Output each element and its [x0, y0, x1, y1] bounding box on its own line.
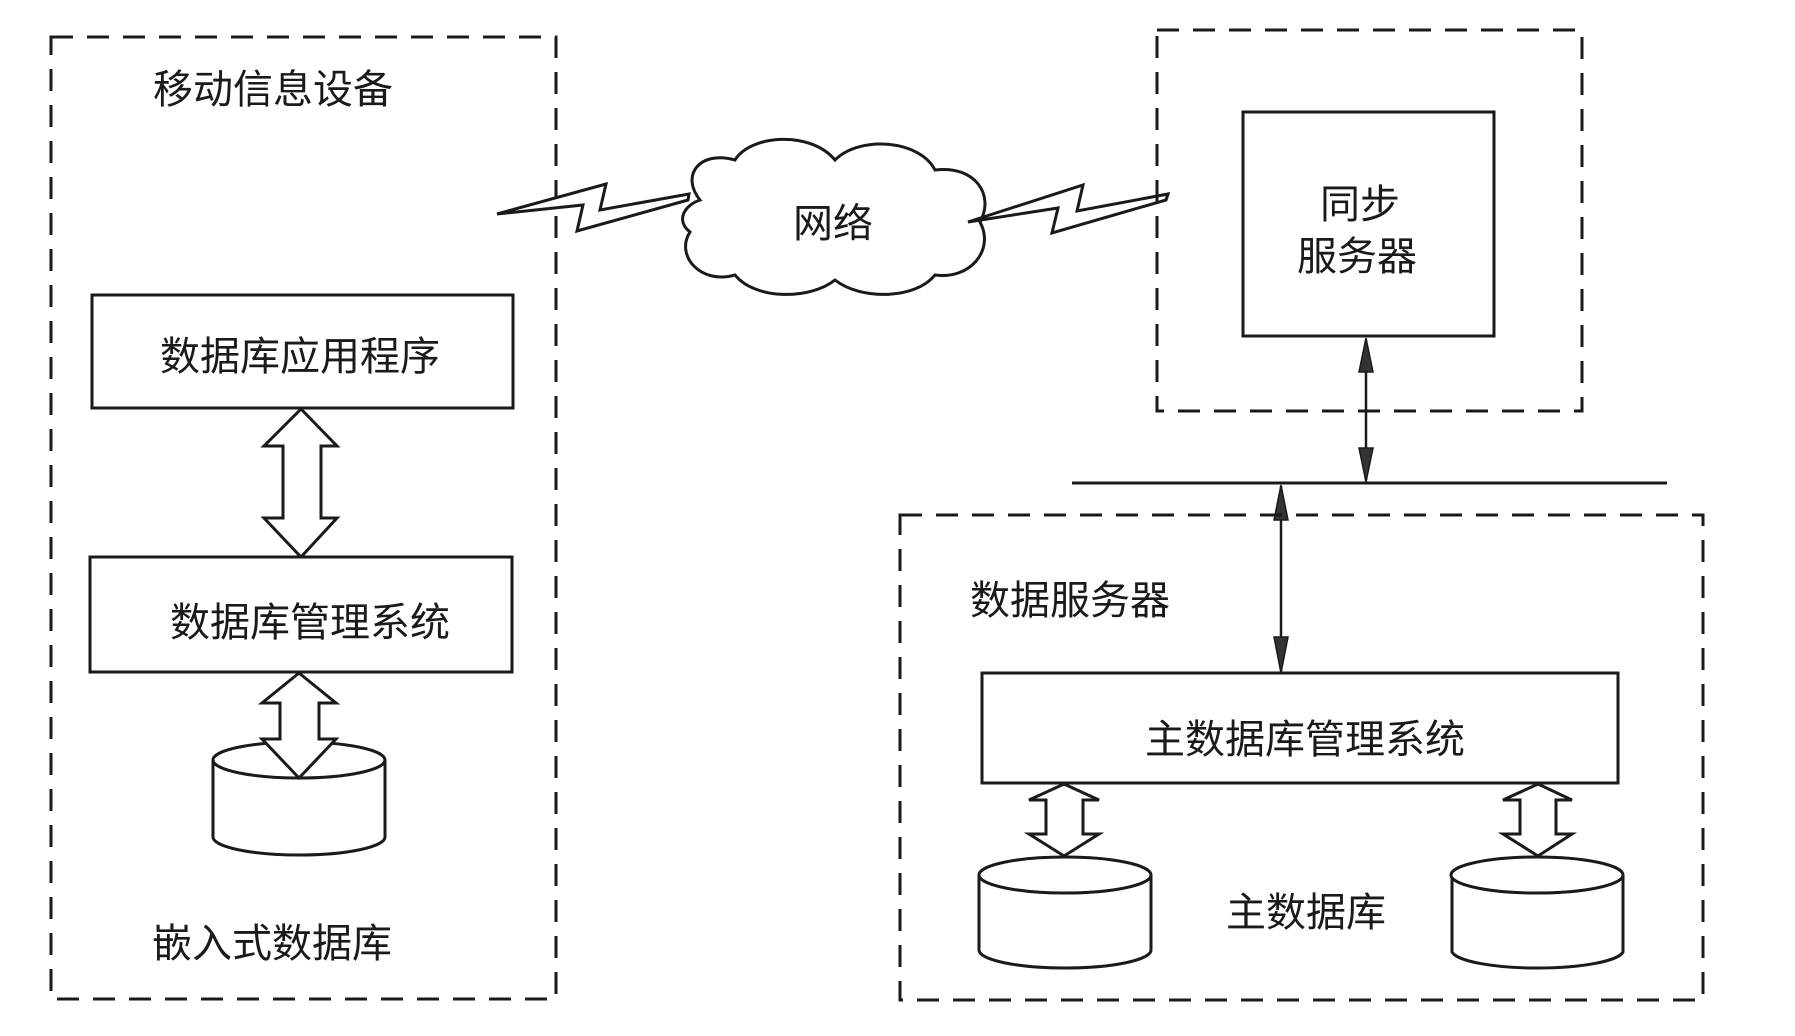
embedded-db-caption: 嵌入式数据库: [152, 921, 392, 967]
data-server-container: [898, 513, 1705, 1002]
bus-dbms-arrow: [1273, 484, 1289, 674]
db-application-label: 数据库应用程序: [160, 334, 440, 380]
double-arrow-icon: [257, 671, 341, 781]
sync-server-group: 同步 服务器: [1155, 28, 1584, 413]
arrowhead-down-icon: [1273, 636, 1289, 674]
arrowhead-down-icon: [1358, 447, 1374, 483]
database-cylinder-icon: [977, 855, 1153, 970]
main-db-caption: 主数据库: [1226, 890, 1386, 936]
double-arrow-icon: [260, 406, 341, 560]
mobile-device-title: 移动信息设备: [153, 67, 393, 113]
mobile-device-group: 移动信息设备 数据库应用程序 数据库管理系统 嵌入式数据库: [49, 35, 558, 1001]
sync-server-label-line1: 同步: [1320, 182, 1400, 228]
database-cylinder-icon: [1449, 855, 1625, 970]
arrowhead-up-icon: [1273, 484, 1289, 521]
main-dbms-label: 主数据库管理系统: [1145, 717, 1465, 763]
network-label: 网络: [793, 201, 873, 247]
sync-bus-arrow: [1358, 337, 1374, 483]
network-group: 网络: [496, 137, 1171, 296]
embedded-dbms-label: 数据库管理系统: [170, 600, 450, 646]
data-server-group: 数据服务器 主数据库管理系统 主数据库: [898, 513, 1705, 1002]
cloud-icon: [681, 137, 987, 296]
sync-server-label-line2: 服务器: [1297, 234, 1417, 280]
main-dbms-box: [980, 671, 1620, 785]
wireless-link-icon: [967, 182, 1171, 236]
sync-server-container: [1155, 28, 1584, 413]
db-application-box: [90, 293, 515, 410]
mobile-device-container: [49, 35, 558, 1001]
wireless-link-icon: [496, 181, 691, 234]
embedded-dbms-box: [88, 555, 514, 674]
double-arrow-icon: [1497, 782, 1578, 858]
double-arrow-icon: [1023, 782, 1105, 858]
sync-server-box: [1241, 110, 1496, 338]
data-server-title: 数据服务器: [970, 578, 1170, 624]
arrowhead-up-icon: [1358, 337, 1374, 373]
